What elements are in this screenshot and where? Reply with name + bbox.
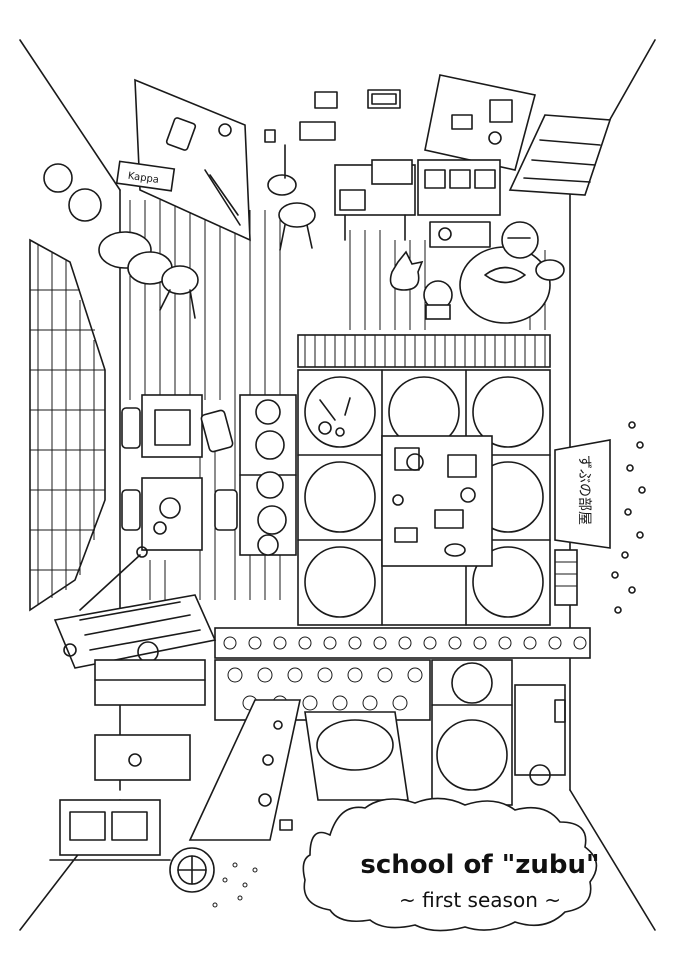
illustration-subtitle: ~ first season ~ (399, 888, 561, 912)
tiled-floor (214, 659, 431, 721)
student-desks (121, 394, 238, 551)
sink-cabinet (49, 734, 191, 861)
right-window (508, 114, 612, 196)
scattered-candies (611, 421, 646, 614)
lower-mats (431, 659, 566, 806)
wall-frames (264, 89, 401, 143)
door-sign: Kappa (115, 160, 176, 192)
left-cabinet (53, 594, 217, 706)
lamp-stool (267, 144, 316, 251)
wall-sign-label: ずぶの部屋 (576, 455, 592, 525)
supply-desk (334, 159, 501, 248)
patterned-rug (214, 627, 591, 659)
clarinet (79, 546, 148, 611)
circle-mat-grid (297, 369, 551, 626)
teacher-character (459, 221, 565, 324)
open-door (134, 78, 251, 242)
middle-desks (239, 394, 297, 556)
small-window (554, 549, 578, 606)
plush-toys (43, 163, 199, 319)
center-mat (304, 711, 409, 801)
fan-wheel (169, 847, 258, 908)
critters (389, 250, 453, 320)
illustration-title: school of "zubu" (360, 850, 600, 880)
striped-rug (297, 334, 551, 368)
low-table (381, 435, 493, 567)
bulletin-board (424, 74, 536, 171)
wall-sign: ずぶの部屋 (554, 439, 611, 549)
title-cloud (302, 797, 598, 932)
slanted-shelf (188, 699, 301, 841)
mat-items (318, 397, 351, 437)
door-sign-label: Kappa (127, 171, 160, 186)
wall-timetable (29, 238, 106, 612)
